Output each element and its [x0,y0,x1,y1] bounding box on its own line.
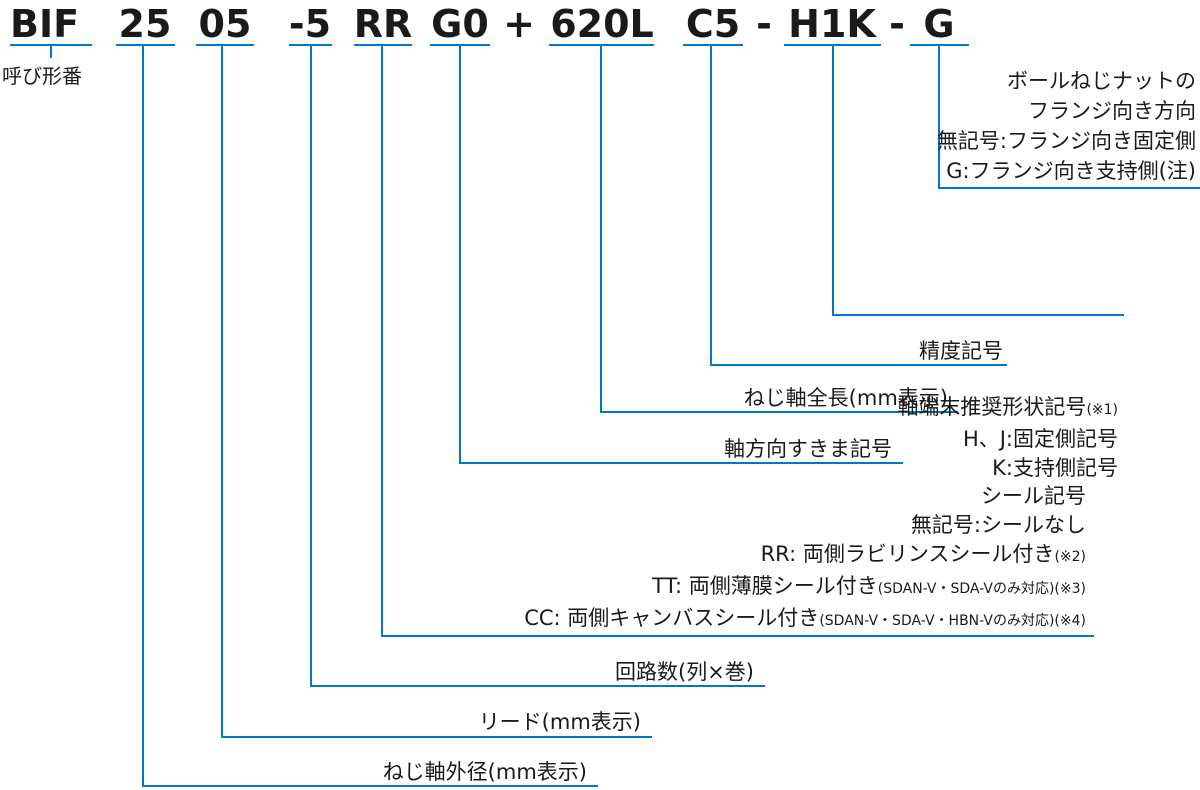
shaft-end-line-1: H、J:固定側記号 [962,427,1118,451]
flange-direction-label: ボールねじナットの フランジ向き方向 無記号:フランジ向き固定側 G:フランジ向… [937,66,1196,186]
code-series: BIF [10,2,80,46]
flange-line-3: 無記号:フランジ向き固定側 [936,129,1196,153]
leader-accuracy [710,45,1007,366]
flange-line-1: ボールねじナットの [1007,69,1196,93]
leader-flange [938,45,1200,189]
code-flange: G [923,2,955,46]
overall-length-label: ねじ軸全長(mm表示) [743,386,948,410]
leader-clearance [459,45,903,464]
shaft-end-label: 軸端末推奨形状記号(※1) H、J:固定側記号 K:支持側記号 [897,393,1118,483]
code-plus: + [503,2,535,46]
code-circuits: -5 [288,2,332,46]
model-code-label: 呼び形番 [2,64,82,88]
leader-shaft-end [832,45,1124,316]
leader-seal [381,45,1094,637]
seal-cc: CC: 両側キャンバスシール付き [524,606,820,630]
axial-clearance-label: 軸方向すきま記号 [724,437,892,461]
seal-label: シール記号 無記号:シールなし RR: 両側ラビリンスシール付き(※2) TT:… [524,482,1086,636]
shaft-end-line-2: K:支持側記号 [992,456,1118,480]
code-clearance: G0 [431,2,489,46]
code-length: 620L [550,2,654,46]
leader-shaft-diameter [142,45,598,787]
circuits-label: 回路数(列×巻) [615,660,754,684]
flange-line-2: フランジ向き方向 [1028,99,1196,123]
accuracy-label: 精度記号 [919,339,1003,363]
leader-circuits [310,45,765,687]
code-accuracy: C5 [685,2,741,46]
shaft-diameter-label: ねじ軸外径(mm表示) [382,760,587,784]
code-dash-1: - [756,2,772,46]
seal-tt-note: (SDAN-V・SDA-Vのみ対応)(※3) [877,581,1086,597]
code-shaft-diameter: 25 [118,2,172,46]
seal-rr-note: (※2) [1054,549,1086,565]
seal-rr: RR: 両側ラビリンスシール付き [760,542,1055,566]
code-seal: RR [353,2,413,46]
leader-lead [221,45,652,738]
seal-cc-note: (SDAN-V・SDA-V・HBN-Vのみ対応)(※4) [819,613,1086,629]
lead-label: リード(mm表示) [478,710,641,734]
code-shaft-end: H1K [788,2,876,46]
shaft-end-title: 軸端末推奨形状記号 [897,395,1087,419]
seal-none: 無記号:シールなし [910,513,1086,537]
code-lead: 05 [198,2,252,46]
flange-line-4: G:フランジ向き支持側(注) [946,159,1196,183]
code-dash-2: - [889,2,905,46]
shaft-end-note: (※1) [1086,402,1118,418]
seal-title: シール記号 [981,484,1086,508]
seal-tt: TT: 両側薄膜シール付き [652,574,878,598]
leader-length [600,45,958,413]
